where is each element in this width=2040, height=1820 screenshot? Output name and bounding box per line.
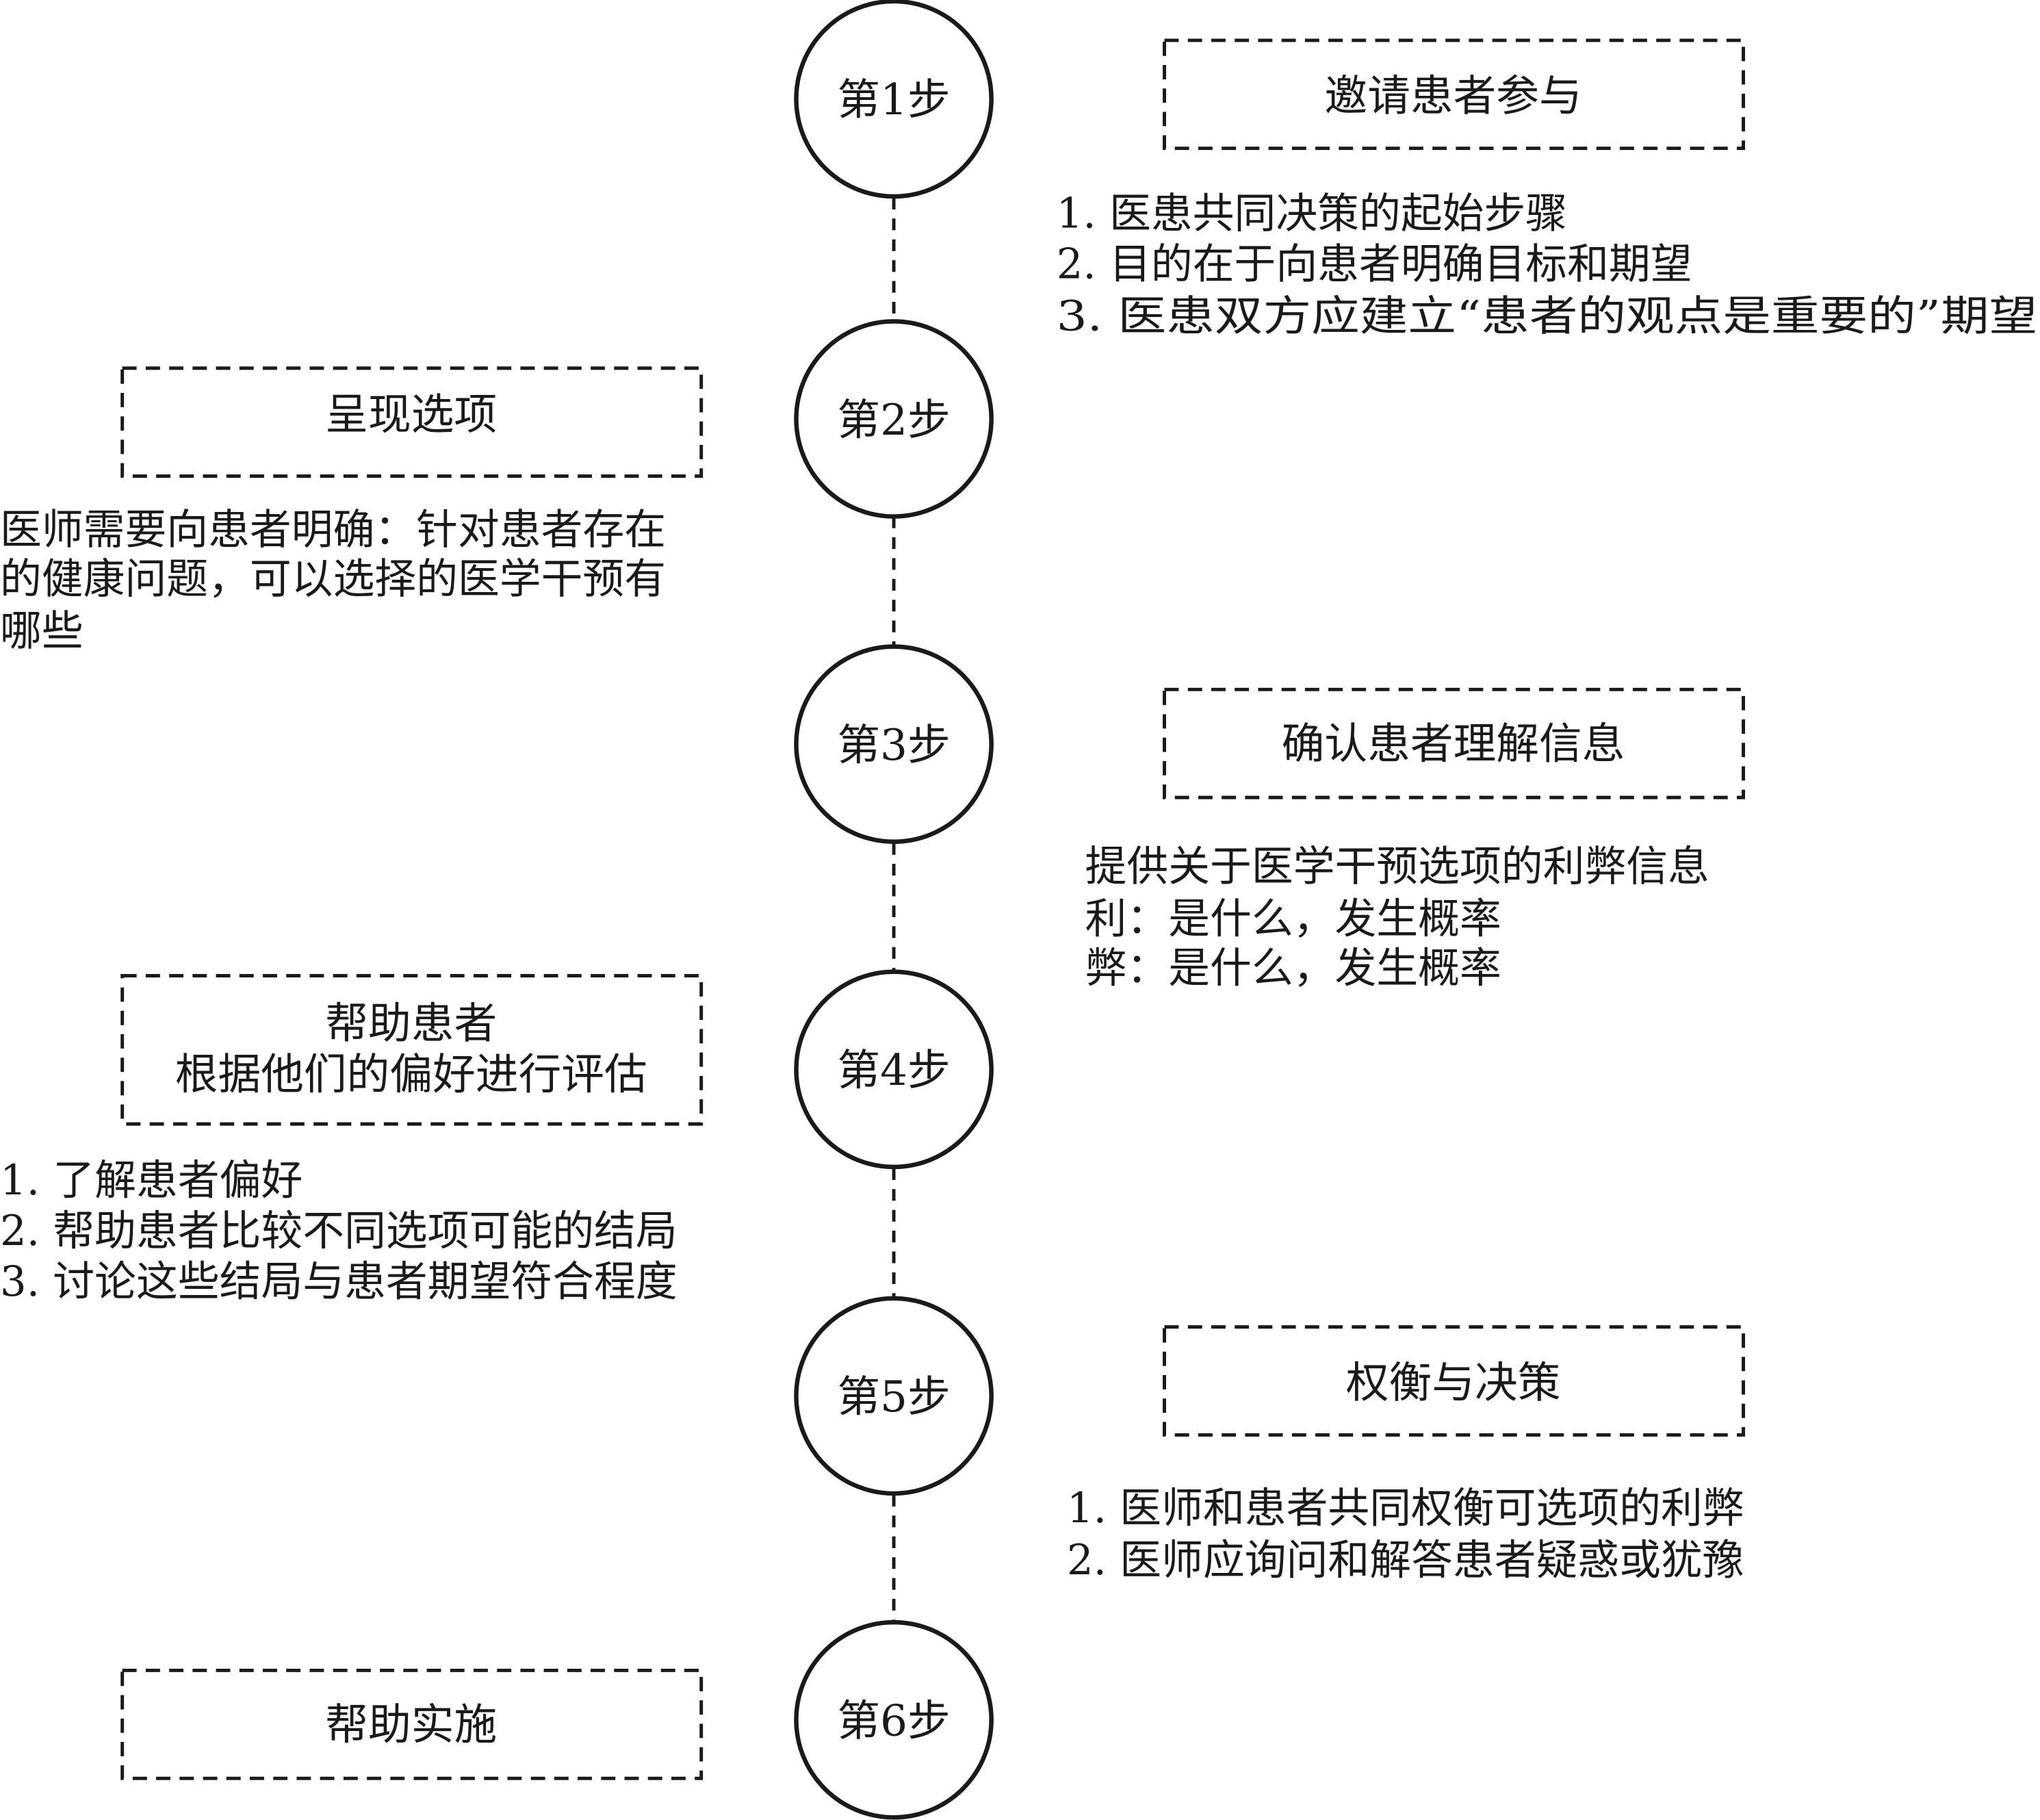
title-boxes: 邀请患者参与 呈现选项 确认患者理解信息 帮助患者 根据他们的偏好进行评估 权衡… (120, 38, 1746, 1780)
step-5-box-title: 权衡与决策 (1346, 1357, 1561, 1407)
step-5-box-frame (1163, 1325, 1746, 1437)
step-5-label: 第5步 (837, 1372, 950, 1422)
step-3-box-title: 确认患者理解信息 (1282, 719, 1625, 769)
step-5-description-line: 2. 医师应询问和解答患者疑惑或犹豫 (1067, 1537, 1744, 1585)
step-1-description: 1. 医患共同决策的起始步骤 2. 目的在于向患者明确目标和期望 3. 医患双方… (1057, 190, 2037, 341)
descriptions: 1. 医患共同决策的起始步骤 2. 目的在于向患者明确目标和期望 3. 医患双方… (0, 190, 2037, 1585)
step-5-description: 1. 医师和患者共同权衡可选项的利弊 2. 医师应询问和解答患者疑惑或犹豫 (1067, 1485, 1744, 1585)
step-3-description-line: 利：是什么，发生概率 (1085, 895, 1501, 943)
step-6-node: 第6步 (794, 1619, 994, 1820)
step-4-box-title-line-2: 根据他们的偏好进行评估 (175, 1049, 647, 1099)
step-4-title-box: 帮助患者 根据他们的偏好进行评估 (120, 974, 703, 1126)
step-1-description-line: 1. 医患共同决策的起始步骤 (1057, 190, 1567, 238)
step-4-circle (794, 969, 994, 1170)
step-2-description: 医师需要向患者明确：针对患者存在 的健康问题，可以选择的医学干预有 哪些 (0, 506, 666, 655)
step-circles: 第1步 第2步 第3步 第4步 第5步 第6步 (794, 0, 994, 1820)
step-3-description-line: 提供关于医学干预选项的利弊信息 (1085, 843, 1709, 891)
step-3-label: 第3步 (837, 720, 950, 770)
step-1-description-line: 3. 医患双方应建立“患者的观点是重要的”期望 (1057, 293, 2037, 341)
step-4-label: 第4步 (837, 1045, 950, 1095)
step-4-description-line: 2. 帮助患者比较不同选项可能的结局 (0, 1207, 677, 1255)
step-3-box-frame (1163, 687, 1746, 799)
step-3-node: 第3步 (794, 644, 994, 844)
step-4-box-title-line-1: 帮助患者 (325, 999, 497, 1049)
step-4-box-frame (120, 974, 703, 1126)
step-3-title-box: 确认患者理解信息 (1163, 687, 1746, 799)
step-2-description-line: 哪些 (0, 608, 83, 656)
step-6-circle (794, 1619, 994, 1820)
step-3-description-line: 弊：是什么，发生概率 (1085, 945, 1501, 992)
step-2-circle (794, 319, 994, 519)
step-1-label: 第1步 (837, 75, 950, 125)
step-2-description-line: 医师需要向患者明确：针对患者存在 (0, 506, 666, 554)
step-5-description-line: 1. 医师和患者共同权衡可选项的利弊 (1067, 1485, 1744, 1533)
step-6-box-title: 帮助实施 (325, 1700, 497, 1749)
step-2-title-box: 呈现选项 (120, 366, 703, 478)
step-5-node: 第5步 (794, 1296, 994, 1496)
step-2-box-title: 呈现选项 (325, 389, 497, 439)
step-3-description: 提供关于医学干预选项的利弊信息 利：是什么，发生概率 弊：是什么，发生概率 (1085, 843, 1709, 992)
step-6-box-frame (120, 1668, 703, 1780)
step-1-box-frame (1163, 38, 1746, 151)
step-2-node: 第2步 (794, 319, 994, 519)
step-6-label: 第6步 (837, 1695, 950, 1745)
step-4-description-line: 3. 讨论这些结局与患者期望符合程度 (0, 1258, 677, 1306)
step-1-circle (794, 0, 994, 199)
step-1-node: 第1步 (794, 0, 994, 199)
step-4-description-line: 1. 了解患者偏好 (0, 1157, 302, 1205)
step-4-node: 第4步 (794, 969, 994, 1170)
step-6-title-box: 帮助实施 (120, 1668, 703, 1780)
step-1-description-line: 2. 目的在于向患者明确目标和期望 (1057, 241, 1692, 289)
step-1-title-box: 邀请患者参与 (1163, 38, 1746, 151)
step-1-box-title: 邀请患者参与 (1324, 71, 1581, 121)
step-2-label: 第2步 (837, 395, 950, 445)
step-5-title-box: 权衡与决策 (1163, 1325, 1746, 1437)
step-2-box-frame (120, 366, 703, 478)
step-4-description: 1. 了解患者偏好 2. 帮助患者比较不同选项可能的结局 3. 讨论这些结局与患… (0, 1157, 677, 1306)
step-2-description-line: 的健康问题，可以选择的医学干预有 (0, 556, 666, 604)
step-5-circle (794, 1296, 994, 1496)
step-3-circle (794, 644, 994, 844)
